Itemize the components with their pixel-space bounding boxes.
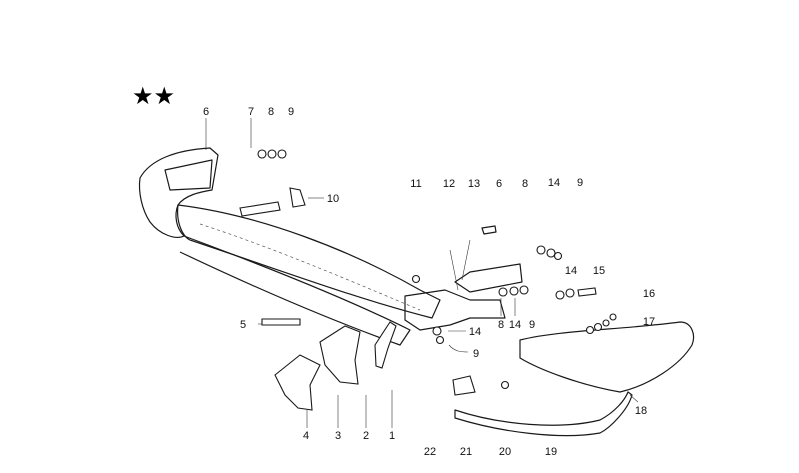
callout-16: 16 [643,288,655,300]
callout-11: 11 [410,178,421,190]
callout-8b: 8 [522,178,528,190]
callout-12: 12 [443,178,455,190]
corner-parts [239,187,476,411]
callout-6: 6 [203,106,209,118]
callout-2: 2 [363,430,369,442]
callout-14c: 14 [509,319,521,331]
callout-20: 20 [499,446,511,458]
callout-17: 17 [643,316,655,328]
callout-9c: 9 [529,319,535,331]
callout-13: 13 [468,178,480,190]
callout-9: 9 [288,106,294,118]
callout-14: 14 [548,177,560,189]
callout-5: 5 [240,319,246,331]
callout-9b: 9 [577,177,583,189]
callout-14b: 14 [565,265,577,277]
callout-22: 22 [424,446,436,458]
callout-14d: 14 [469,326,481,338]
rear-bumper-section [454,321,695,437]
callout-1: 1 [389,430,395,442]
front-bumper-bar [138,147,441,346]
callout-18: 18 [635,405,647,417]
callout-19: 19 [545,446,557,458]
bumper-bracket [404,225,523,331]
callout-6b: 6 [496,178,502,190]
leader-lines [205,118,639,428]
callout-21: 21 [460,446,472,458]
callout-3: 3 [335,430,341,442]
callout-8: 8 [268,106,274,118]
callout-4: 4 [303,430,309,442]
callout-8c: 8 [498,319,504,331]
fasteners [257,149,617,390]
callout-labels: 6 7 8 9 10 11 12 13 6 8 14 9 14 15 16 17… [203,106,655,458]
callout-10: 10 [327,193,339,205]
callout-15: 15 [593,265,605,277]
stars-marker: ★★ [132,82,175,110]
callout-9d: 9 [473,348,479,360]
callout-7: 7 [248,106,254,118]
